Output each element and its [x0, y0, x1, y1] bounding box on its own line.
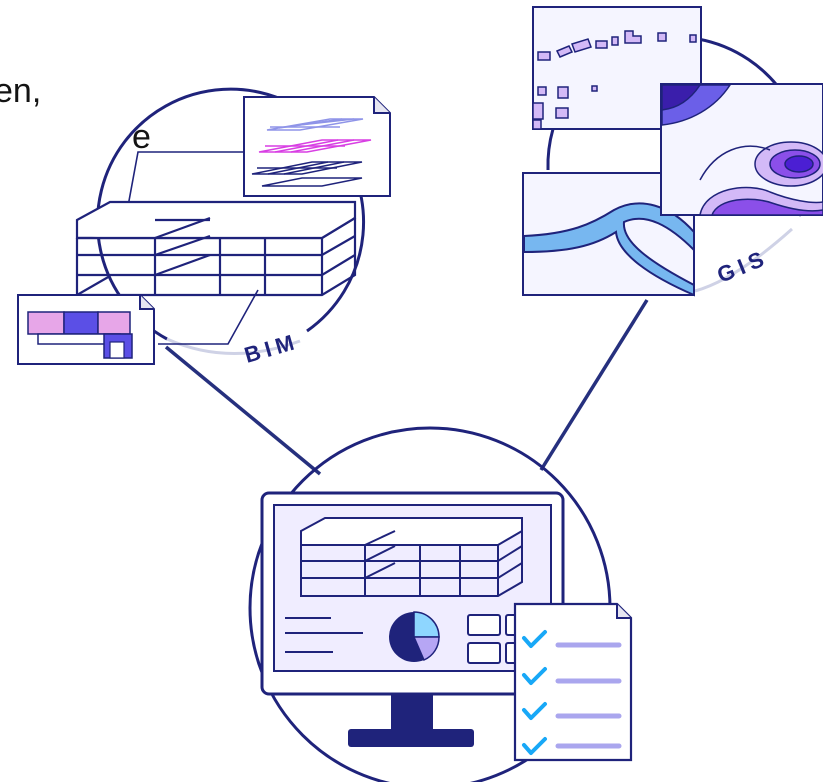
grid-layers-icon [243, 96, 391, 197]
gis-group: GIS [522, 6, 823, 297]
gis-label: GIS [714, 245, 772, 288]
contour-map-icon [660, 83, 823, 216]
monitor-icon [260, 491, 565, 747]
bim-circle [96, 87, 366, 341]
bim-group: BIM [17, 87, 391, 368]
floor-plan-icon [17, 294, 155, 365]
layered-building-model-icon [75, 200, 357, 297]
connector-lines [164, 299, 649, 476]
bim-label: BIM [241, 329, 301, 368]
checklist-icon [513, 602, 633, 762]
workstation-group [248, 426, 633, 782]
truncated-text-line-1: en, [0, 72, 42, 110]
pie-chart-icon [389, 611, 440, 662]
